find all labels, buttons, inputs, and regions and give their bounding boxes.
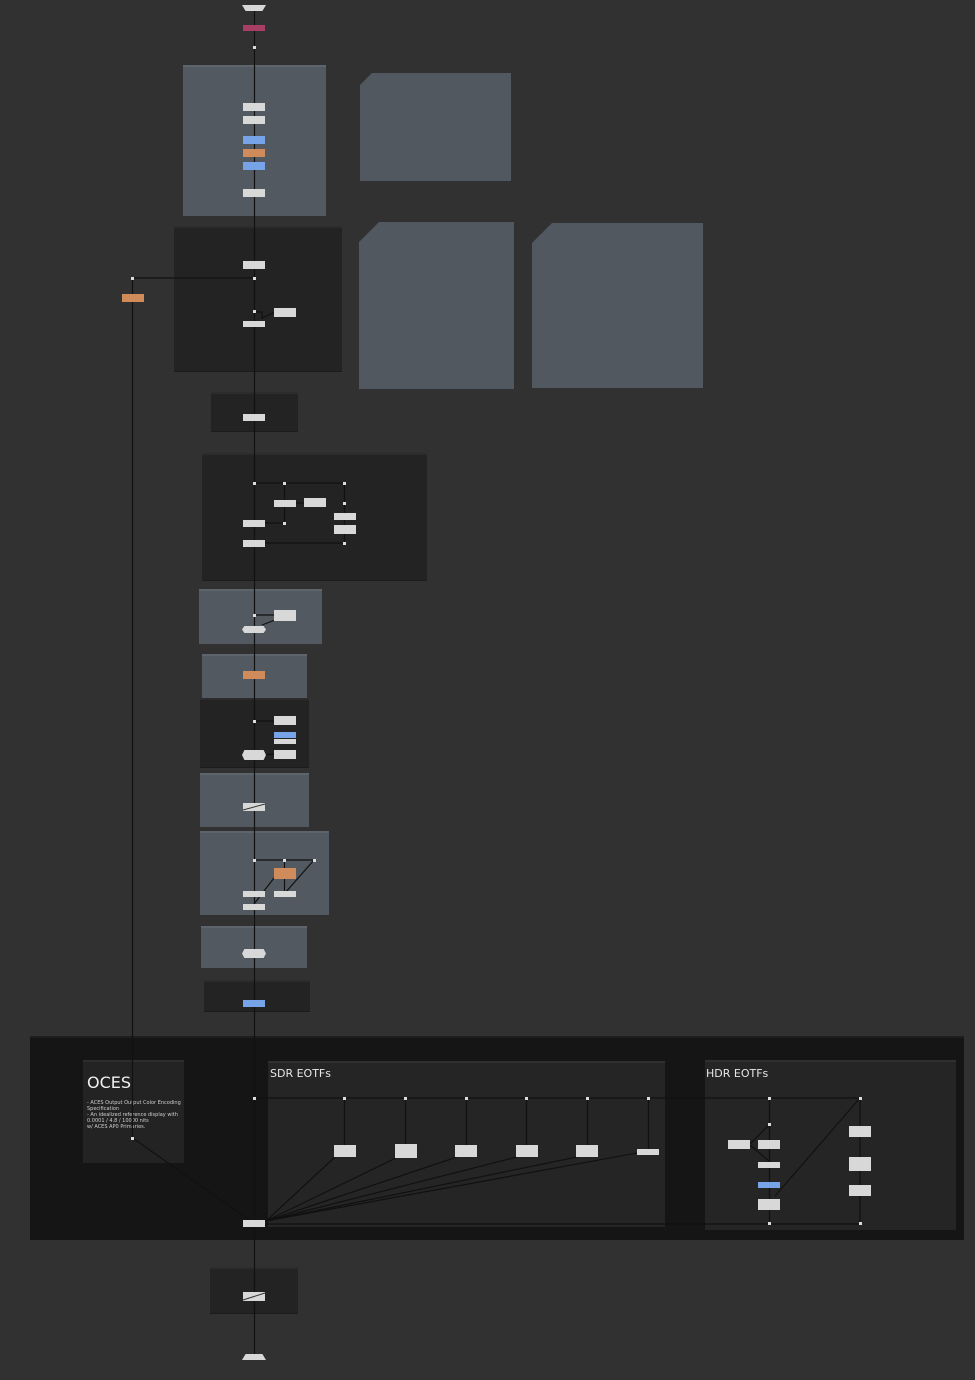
- viewer-panel-3[interactable]: [532, 223, 703, 388]
- node[interactable]: [243, 904, 265, 910]
- wire-dot[interactable]: [253, 1097, 256, 1100]
- wire-dot[interactable]: [768, 1222, 771, 1225]
- oces-output-node[interactable]: [243, 1220, 265, 1227]
- blue-node[interactable]: [243, 162, 265, 170]
- node[interactable]: [243, 540, 265, 547]
- hdr-eotf-node[interactable]: [849, 1126, 871, 1137]
- wire-dot[interactable]: [343, 542, 346, 545]
- blue-node[interactable]: [243, 136, 265, 144]
- orange-node[interactable]: [122, 294, 144, 302]
- node[interactable]: [243, 520, 265, 527]
- hdr-eotf-node[interactable]: [758, 1199, 780, 1210]
- node[interactable]: [274, 610, 296, 621]
- wire-dot[interactable]: [253, 310, 256, 313]
- wire-dot[interactable]: [131, 1137, 134, 1140]
- sdr-eotf-node[interactable]: [334, 1145, 356, 1157]
- wire-dot[interactable]: [768, 1097, 771, 1100]
- node[interactable]: [243, 189, 265, 197]
- blue-node[interactable]: [758, 1182, 780, 1188]
- node[interactable]: [334, 525, 356, 534]
- wire-dot[interactable]: [313, 859, 316, 862]
- backdrop-2[interactable]: [174, 226, 342, 372]
- wire-dot[interactable]: [859, 1097, 862, 1100]
- node[interactable]: [274, 750, 296, 759]
- node[interactable]: [243, 414, 265, 421]
- node[interactable]: [274, 891, 296, 897]
- wire-dot[interactable]: [525, 1097, 528, 1100]
- node[interactable]: [242, 626, 266, 633]
- node[interactable]: [242, 750, 266, 760]
- hdr-eotf-node[interactable]: [758, 1140, 780, 1149]
- wire-dot[interactable]: [343, 1097, 346, 1100]
- hdr-eotf-node[interactable]: [849, 1185, 871, 1196]
- hdr-eotf-node[interactable]: [849, 1157, 871, 1171]
- wire-dot[interactable]: [343, 482, 346, 485]
- input-node[interactable]: [242, 5, 266, 11]
- viewer-panel-2[interactable]: [359, 222, 514, 389]
- wire-dot[interactable]: [283, 859, 286, 862]
- sdr-eotf-node[interactable]: [516, 1145, 538, 1157]
- orange-node[interactable]: [243, 149, 265, 157]
- sdr-eotf-node[interactable]: [395, 1144, 417, 1158]
- blue-node[interactable]: [243, 1000, 265, 1007]
- hdr-eotf-node[interactable]: [728, 1140, 750, 1149]
- node[interactable]: [243, 891, 265, 897]
- wire-dot[interactable]: [253, 482, 256, 485]
- wire-dot[interactable]: [253, 614, 256, 617]
- wire-dot[interactable]: [283, 482, 286, 485]
- node[interactable]: [274, 739, 296, 744]
- wire-dot[interactable]: [768, 1123, 771, 1126]
- sdr-eotfs-title: SDR EOTFs: [270, 1067, 331, 1080]
- pink-node[interactable]: [243, 25, 265, 31]
- orange-node[interactable]: [274, 868, 296, 879]
- node[interactable]: [334, 513, 356, 520]
- wire-dot[interactable]: [253, 46, 256, 49]
- node[interactable]: [242, 949, 266, 958]
- wire-dot[interactable]: [586, 1097, 589, 1100]
- wire-dot[interactable]: [131, 277, 134, 280]
- node[interactable]: [243, 116, 265, 124]
- hdr-eotfs-title: HDR EOTFs: [706, 1067, 769, 1080]
- wire-dot[interactable]: [404, 1097, 407, 1100]
- wire-dot[interactable]: [253, 859, 256, 862]
- backdrop-4[interactable]: [202, 453, 427, 581]
- node[interactable]: [274, 716, 296, 725]
- backdrop-9[interactable]: [200, 831, 329, 915]
- sdr-eotf-node[interactable]: [637, 1149, 659, 1155]
- wire-dot[interactable]: [647, 1097, 650, 1100]
- viewer-panel-1[interactable]: [360, 73, 511, 181]
- node[interactable]: [274, 500, 296, 507]
- oces-note-backdrop[interactable]: OCES - ACES Output Output Color Encoding…: [83, 1060, 184, 1163]
- node[interactable]: [243, 321, 265, 327]
- wire-dot[interactable]: [283, 522, 286, 525]
- wire-dot[interactable]: [343, 502, 346, 505]
- wire-dot[interactable]: [859, 1222, 862, 1225]
- orange-node[interactable]: [243, 671, 265, 679]
- blue-node[interactable]: [274, 732, 296, 738]
- sdr-eotf-node[interactable]: [576, 1145, 598, 1157]
- sdr-eotf-node[interactable]: [455, 1145, 477, 1157]
- wire-dot[interactable]: [253, 277, 256, 280]
- node[interactable]: [304, 498, 326, 507]
- oces-note-title: OCES: [87, 1073, 132, 1092]
- hdr-eotf-node[interactable]: [758, 1162, 780, 1168]
- node[interactable]: [243, 261, 265, 269]
- wire-dot[interactable]: [253, 720, 256, 723]
- output-node[interactable]: [242, 1354, 266, 1360]
- node[interactable]: [274, 308, 296, 317]
- wire-dot[interactable]: [465, 1097, 468, 1100]
- backdrop-5[interactable]: [199, 589, 322, 644]
- node[interactable]: [243, 103, 265, 111]
